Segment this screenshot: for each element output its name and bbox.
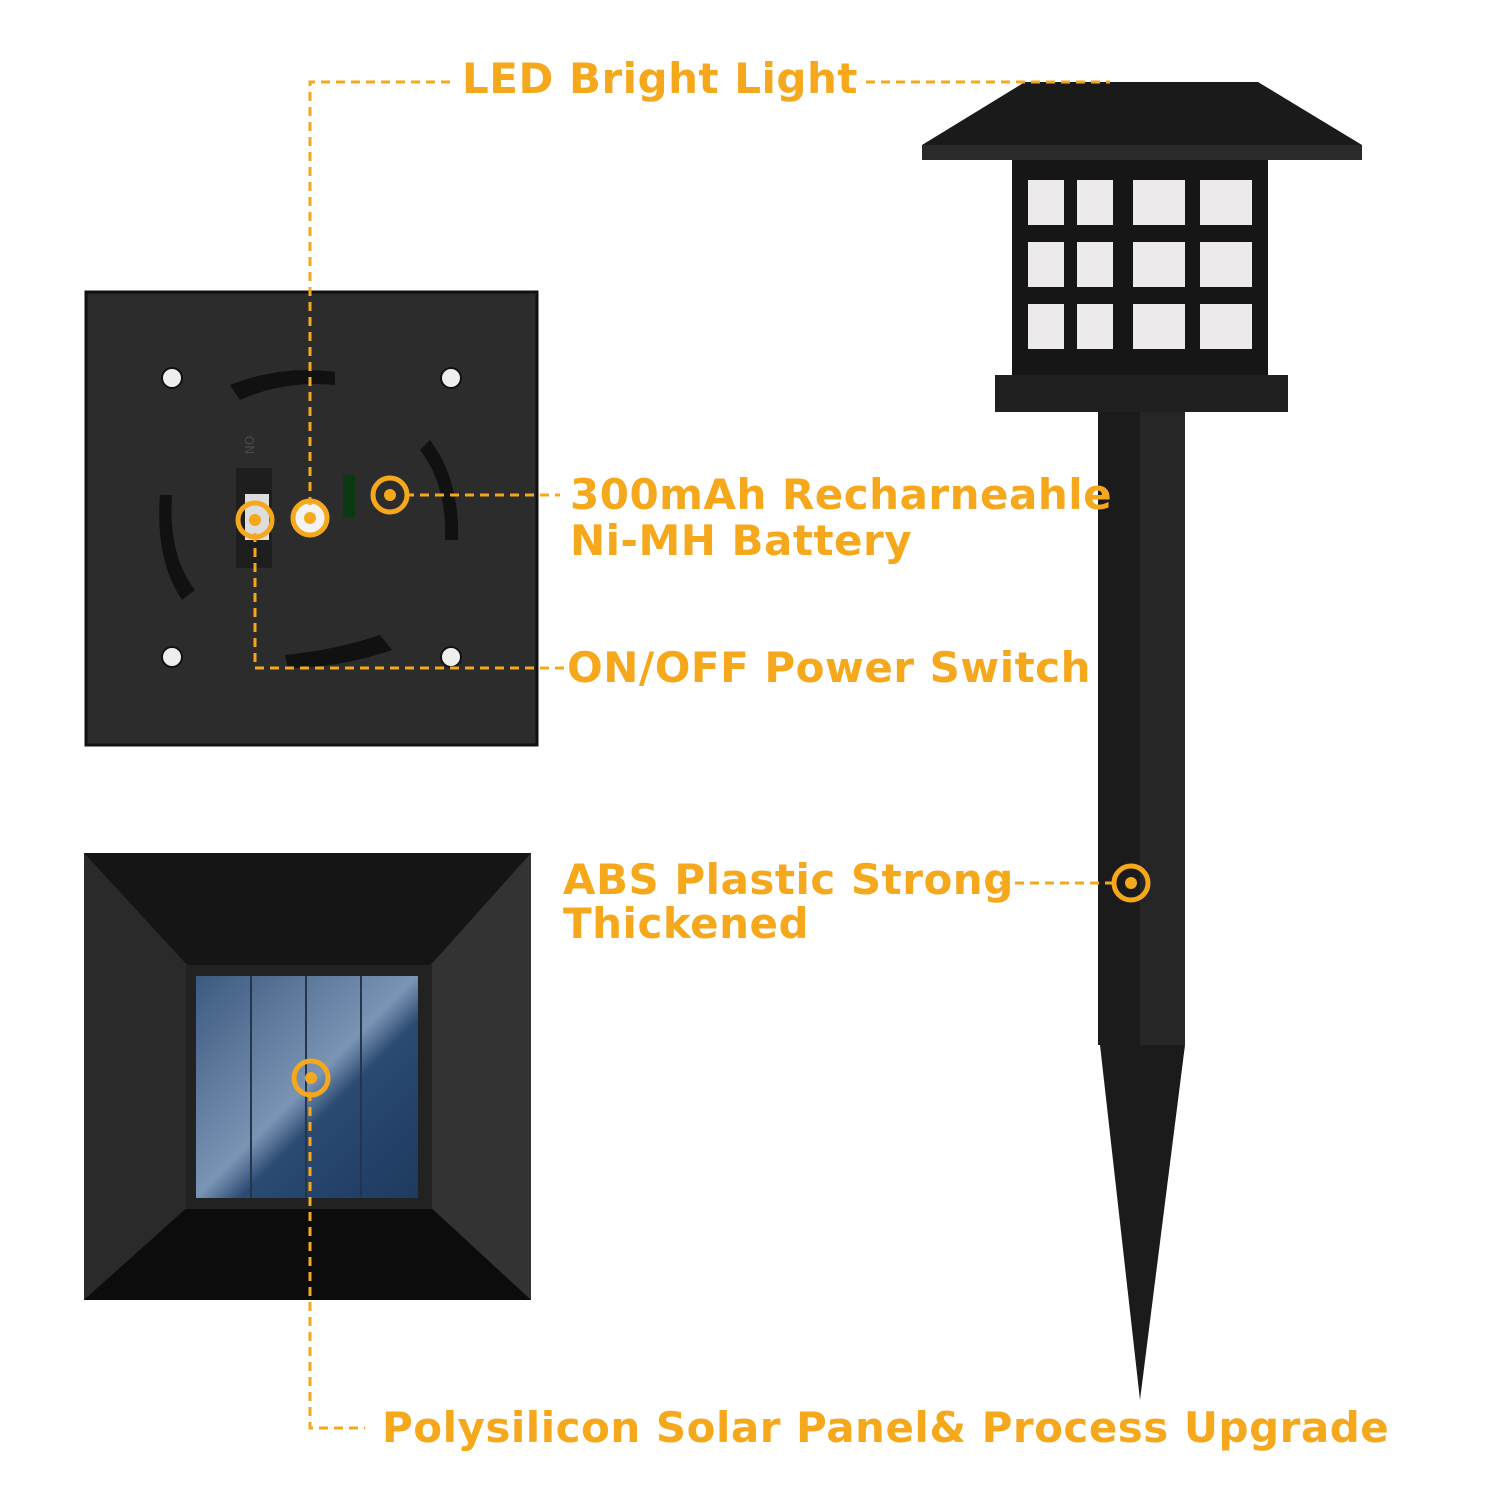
callout-led-bright-light: LED Bright Light [462,54,858,103]
screw-icon [161,367,462,668]
callout-lines [253,80,1115,1430]
callout-abs-line2: Thickened [563,899,810,948]
callout-solar-panel: Polysilicon Solar Panel& Process Upgrade [382,1403,1390,1452]
callout-battery-line2: Ni-MH Battery [570,516,913,565]
lantern-top-solar-panel [84,853,531,1300]
callout-power-switch: ON/OFF Power Switch [567,643,1091,692]
solar-lantern [922,82,1362,1400]
callout-battery-line1: 300mAh Recharneahle [570,470,1113,519]
callout-abs-line1: ABS Plastic Strong [563,855,1014,904]
callout-marker-icon [235,475,1151,1098]
switch-marking: ON [242,435,257,455]
